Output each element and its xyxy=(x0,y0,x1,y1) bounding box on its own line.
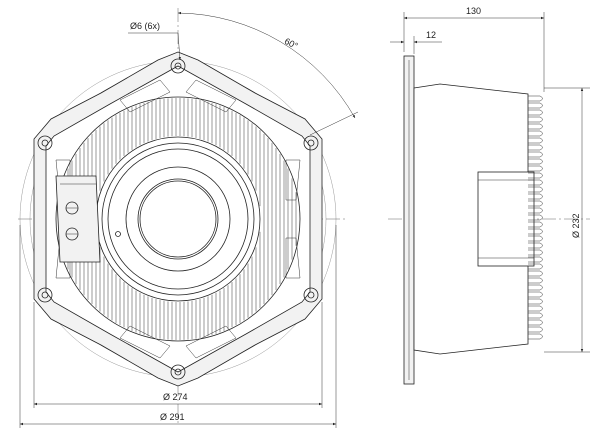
side-fin xyxy=(528,256,543,263)
side-fin xyxy=(528,333,543,340)
flange-label: 12 xyxy=(426,30,436,40)
side-fin xyxy=(528,214,543,221)
magnet-block xyxy=(477,171,535,267)
side-fin xyxy=(528,291,543,298)
side-fin xyxy=(528,109,543,116)
side-fin xyxy=(528,151,543,158)
basket-body xyxy=(413,83,529,355)
angle-arc xyxy=(177,11,356,119)
cone xyxy=(107,148,249,290)
side-fin xyxy=(528,263,543,270)
side-view: 130 12 Ø 232 xyxy=(388,6,590,385)
side-fin xyxy=(528,298,543,305)
depth-label: 130 xyxy=(466,6,481,16)
side-fin xyxy=(528,305,543,312)
side-fin xyxy=(528,319,543,326)
side-fin xyxy=(528,326,543,333)
side-fin xyxy=(528,249,543,256)
side-fin xyxy=(528,242,543,249)
side-fin xyxy=(528,193,543,200)
side-heatsink-fins xyxy=(528,95,543,340)
side-fin xyxy=(528,179,543,186)
side-fin xyxy=(528,130,543,137)
mount-hole-label: Ø6 (6x) xyxy=(130,21,160,31)
side-fin xyxy=(528,95,543,102)
inner-diameter-label: Ø 274 xyxy=(163,392,188,402)
surround xyxy=(101,142,255,296)
side-fin xyxy=(528,221,543,228)
side-fin xyxy=(528,158,543,165)
angle-label: 60° xyxy=(283,36,300,51)
side-fin xyxy=(528,312,543,319)
side-fin xyxy=(528,144,543,151)
side-fin xyxy=(528,200,543,207)
side-fin xyxy=(528,172,543,179)
side-fin xyxy=(528,284,543,291)
side-fin xyxy=(528,116,543,123)
side-fin xyxy=(528,102,543,109)
side-fin xyxy=(528,270,543,277)
front-view: Ø6 (6x) 60° Ø 274 Ø 291 xyxy=(18,8,359,428)
side-fin xyxy=(528,277,543,284)
terminal-block xyxy=(55,175,101,263)
side-fin xyxy=(528,207,543,214)
fin-ring-inner xyxy=(95,136,261,302)
magnet-ring xyxy=(125,166,231,272)
dust-cap-outer xyxy=(137,178,219,260)
outer-diameter-label: Ø 291 xyxy=(160,412,185,422)
vent-hole xyxy=(115,231,121,237)
side-fin xyxy=(528,228,543,235)
side-diameter-label: Ø 232 xyxy=(571,213,581,238)
side-fin xyxy=(528,186,543,193)
side-fin xyxy=(528,123,543,130)
side-fin xyxy=(528,165,543,172)
side-fin xyxy=(528,235,543,242)
side-fin xyxy=(528,137,543,144)
dust-cap-inner xyxy=(139,180,217,258)
